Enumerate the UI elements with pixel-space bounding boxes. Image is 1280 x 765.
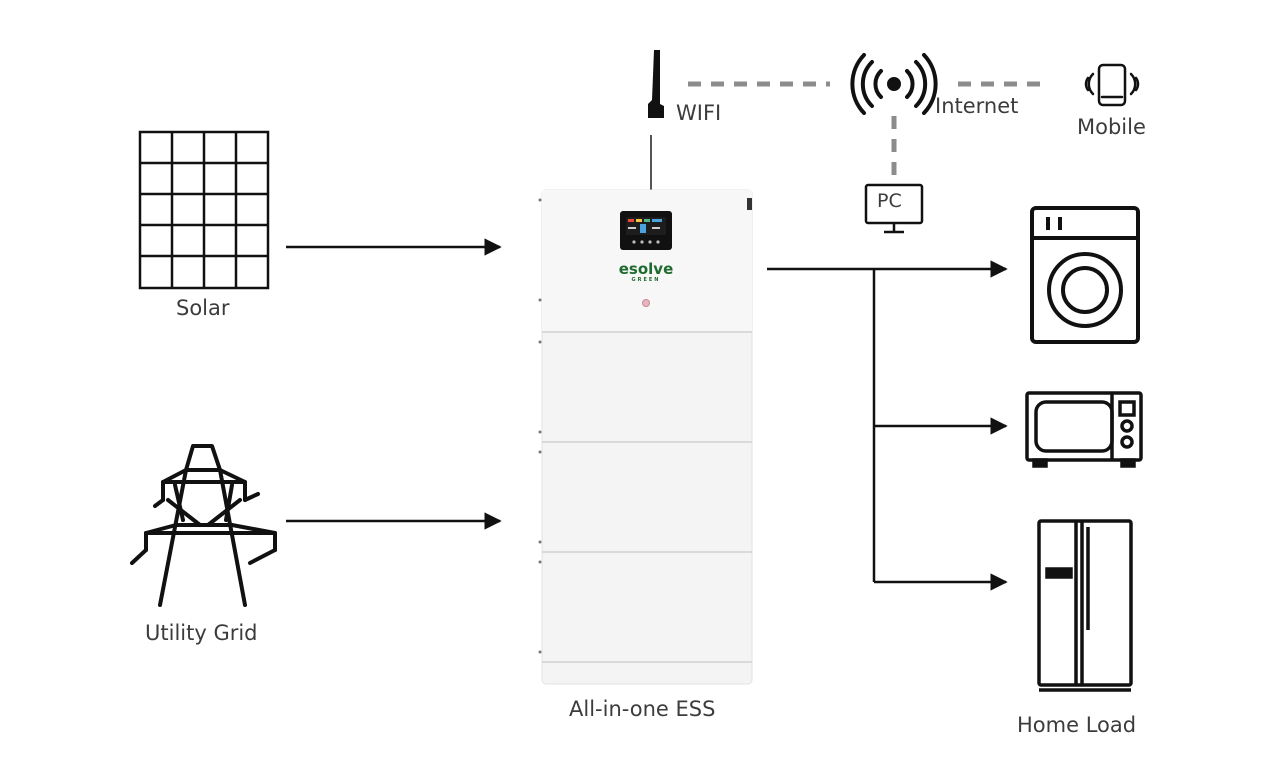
ess-brand-sub: GREEN bbox=[631, 277, 661, 283]
washing-machine-icon bbox=[1030, 206, 1140, 344]
mobile-icon bbox=[1084, 63, 1140, 107]
refrigerator-icon bbox=[1037, 519, 1133, 692]
pc-icon bbox=[864, 183, 924, 234]
antenna-icon bbox=[648, 50, 664, 190]
home-load-label: Home Load bbox=[1017, 713, 1137, 737]
load-connectors bbox=[767, 260, 1008, 591]
internet-label: Internet bbox=[935, 94, 1019, 118]
utility-tower-icon bbox=[130, 444, 277, 607]
microwave-icon bbox=[1025, 391, 1143, 468]
ess-brand-name: esolve bbox=[618, 260, 674, 278]
ess-label: All-in-one ESS bbox=[569, 697, 716, 721]
internet-icon bbox=[850, 53, 938, 115]
network-links bbox=[688, 81, 1048, 178]
ess-power-button bbox=[642, 299, 650, 307]
wifi-label: WIFI bbox=[676, 101, 722, 125]
mobile-label: Mobile bbox=[1077, 115, 1146, 139]
pc-label: PC bbox=[877, 190, 902, 212]
ess-unit bbox=[538, 189, 753, 685]
solar-panel-icon bbox=[138, 130, 270, 290]
utility-grid-label: Utility Grid bbox=[145, 621, 258, 645]
solar-label: Solar bbox=[176, 296, 230, 320]
